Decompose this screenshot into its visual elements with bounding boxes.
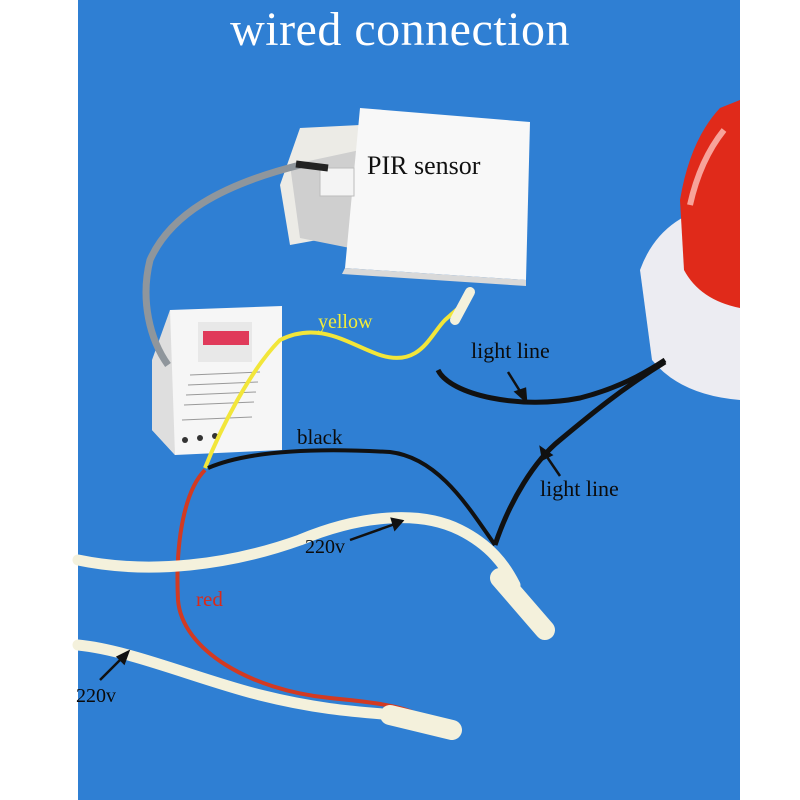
white-cable-lower-terminal [380, 705, 462, 740]
red-wire-label: red [196, 587, 223, 611]
light-line-upper [435, 357, 667, 405]
arrow-220v-upper [349, 517, 405, 542]
pir-sensor-label: PIR sensor [367, 151, 481, 180]
red-wire [175, 468, 413, 714]
voltage-220v-lower-label: 220v [76, 685, 116, 707]
light-line-upper-label: light line [471, 338, 550, 363]
arrow-light-line-upper [506, 371, 528, 405]
white-cable-upper [72, 512, 521, 591]
black-wire [207, 448, 497, 547]
gray-cable-end [295, 160, 329, 172]
pir-sensor-box [280, 108, 530, 286]
white-cable-upper-terminal [490, 568, 555, 640]
page-title: wired connection [230, 3, 570, 56]
yellow-wire-label: yellow [318, 311, 373, 333]
black-wire-label: black [297, 425, 343, 449]
light-line-lower-label: light line [540, 476, 619, 501]
gray-sensor-cable [142, 161, 301, 368]
controller-module [152, 306, 282, 455]
arrow-220v-lower [99, 649, 131, 681]
arrow-light-line-lower [539, 445, 562, 477]
warning-lamp [640, 100, 740, 400]
yellow-terminal [450, 287, 475, 325]
light-line-lower [492, 359, 667, 546]
voltage-220v-upper-label: 220v [305, 536, 345, 558]
yellow-wire [203, 303, 464, 469]
